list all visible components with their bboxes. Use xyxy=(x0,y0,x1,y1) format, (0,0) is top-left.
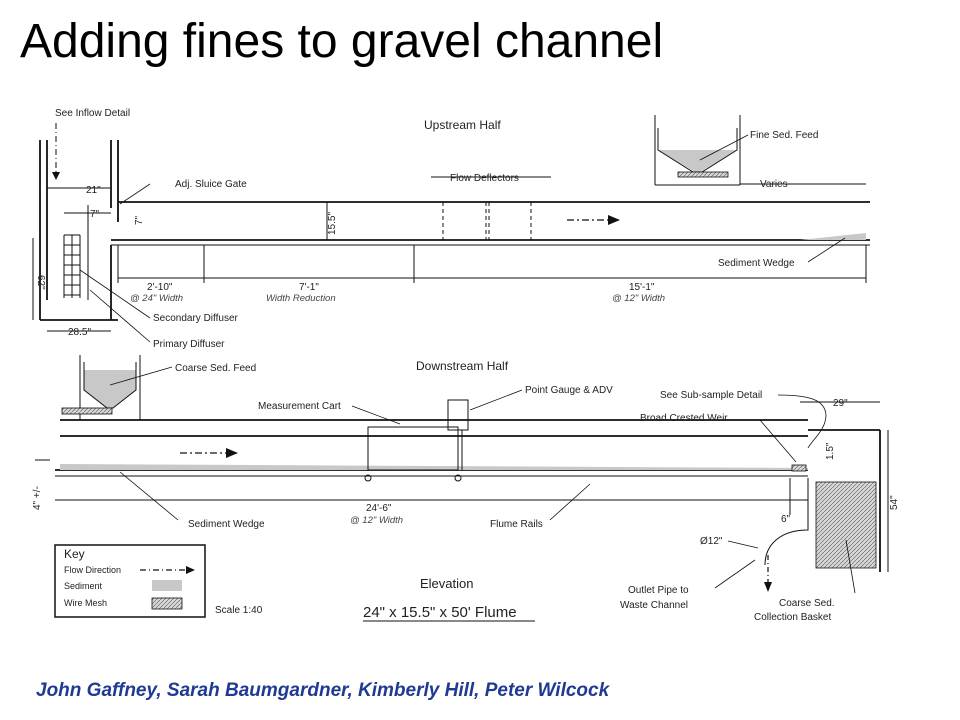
key-flow-direction: Flow Direction xyxy=(64,565,121,575)
coarse-sed-leader xyxy=(109,366,173,386)
secondary-diffuser-label: Secondary Diffuser xyxy=(153,313,239,324)
sluice-gate-leader xyxy=(119,183,151,205)
dim-62: 62" xyxy=(35,275,46,290)
fine-sed-feed-label: Fine Sed. Feed xyxy=(750,130,818,141)
dim-phi12: Ø12" xyxy=(700,536,723,547)
weir-leader xyxy=(759,419,797,463)
measurement-cart-leader xyxy=(351,405,401,425)
measurement-cart xyxy=(364,399,469,482)
upstream-wedge-leader xyxy=(807,237,846,263)
upstream-wedge-label: Sediment Wedge xyxy=(718,258,795,269)
dim-15-1: 15'-1" xyxy=(629,282,655,293)
dim-1-5: 1.5" xyxy=(825,442,836,460)
secondary-diffuser-slats xyxy=(63,234,81,298)
upstream-heading: Upstream Half xyxy=(424,118,501,132)
flume-rails-leader xyxy=(549,483,591,521)
dim-28-5: 28.5" xyxy=(68,327,91,338)
dim-6: 6" xyxy=(781,514,791,525)
measurement-cart-label: Measurement Cart xyxy=(258,401,341,412)
note-12-width: @ 12" Width xyxy=(612,293,665,304)
dim-7-small: 7" xyxy=(134,215,145,225)
downstream-sediment-layer xyxy=(60,464,808,470)
note-24-width: @ 24" Width xyxy=(130,293,183,304)
dim-15-5: 15.5" xyxy=(327,212,338,235)
legend-key: Key Flow Direction Sediment Wire Mesh xyxy=(54,544,206,618)
flume-title: 24" x 15.5" x 50' Flume xyxy=(363,604,517,621)
varies-label: Varies xyxy=(760,179,788,190)
outlet-flow-arrowhead xyxy=(764,582,772,592)
outlet-pipe xyxy=(764,478,809,566)
point-gauge-label: Point Gauge & ADV xyxy=(525,385,613,396)
key-wire-mesh: Wire Mesh xyxy=(64,598,107,608)
basket-label-2: Collection Basket xyxy=(754,612,831,623)
authors-line: John Gaffney, Sarah Baumgardner, Kimberl… xyxy=(36,680,610,701)
basket-label-1: Coarse Sed. xyxy=(779,598,835,609)
dim-29: 29" xyxy=(833,398,848,409)
downstream-wedge-label: Sediment Wedge xyxy=(188,519,265,530)
sluice-gate-label: Adj. Sluice Gate xyxy=(175,179,247,190)
key-title: Key xyxy=(64,547,85,561)
broad-crested-weir xyxy=(791,464,807,472)
point-gauge-leader xyxy=(469,389,523,411)
primary-diffuser-label: Primary Diffuser xyxy=(153,339,225,350)
flow-deflectors-label: Flow Deflectors xyxy=(450,173,519,184)
dim-7: 7" xyxy=(90,209,100,220)
fine-sed-feed-hopper xyxy=(654,115,741,186)
inflow-detail-label: See Inflow Detail xyxy=(55,108,130,119)
upstream-sediment-wedge xyxy=(800,233,866,240)
outlet-leader xyxy=(714,559,756,589)
key-mesh-swatch xyxy=(151,597,183,610)
elevation-label: Elevation xyxy=(420,576,473,591)
coarse-sed-basket xyxy=(815,481,877,569)
note-12-width-downstream: @ 12" Width xyxy=(350,515,403,526)
note-width-reduction: Width Reduction xyxy=(266,293,336,304)
weir-label: Broad Crested Weir xyxy=(640,413,728,424)
upstream-half: See Inflow Detail Upstream Half 21" xyxy=(32,108,870,350)
secondary-diffuser-leader xyxy=(79,269,151,319)
waste-channel-label: Waste Channel xyxy=(620,600,688,611)
downstream-wedge-leader xyxy=(119,471,179,521)
upstream-flow-arrowhead xyxy=(608,215,620,225)
dim-21: 21" xyxy=(86,185,101,196)
outlet-pipe-label: Outlet Pipe to xyxy=(628,585,689,596)
sub-sample-label: See Sub-sample Detail xyxy=(660,390,762,401)
flume-rails-label: Flume Rails xyxy=(490,519,543,530)
primary-diffuser-leader xyxy=(89,289,151,343)
dim-24-6: 24'-6" xyxy=(366,503,392,514)
basket-leader xyxy=(845,539,856,594)
dim-2-10: 2'-10" xyxy=(147,282,173,293)
coarse-sed-feed-hopper xyxy=(61,355,141,420)
dim-54: 54" xyxy=(889,495,900,510)
inflow-arrow-head xyxy=(52,172,60,180)
scale-label: Scale 1:40 xyxy=(215,605,263,616)
phi12-leader xyxy=(727,540,759,549)
dim-7-1: 7'-1" xyxy=(299,282,319,293)
coarse-sed-feed-label: Coarse Sed. Feed xyxy=(175,363,256,374)
downstream-heading: Downstream Half xyxy=(416,359,509,373)
sub-sample-leader xyxy=(777,394,827,449)
key-sediment-swatch xyxy=(152,580,182,591)
key-sediment: Sediment xyxy=(64,581,103,591)
downstream-half: Downstream Half Coarse Sed. Feed 4" +/- xyxy=(32,355,900,623)
dim-4: 4" +/- xyxy=(32,486,43,510)
fine-sed-leader xyxy=(699,134,749,161)
key-flow-arrowhead xyxy=(186,566,195,574)
slide-title: Adding fines to gravel channel xyxy=(20,15,664,68)
downstream-flow-arrowhead xyxy=(226,448,238,458)
